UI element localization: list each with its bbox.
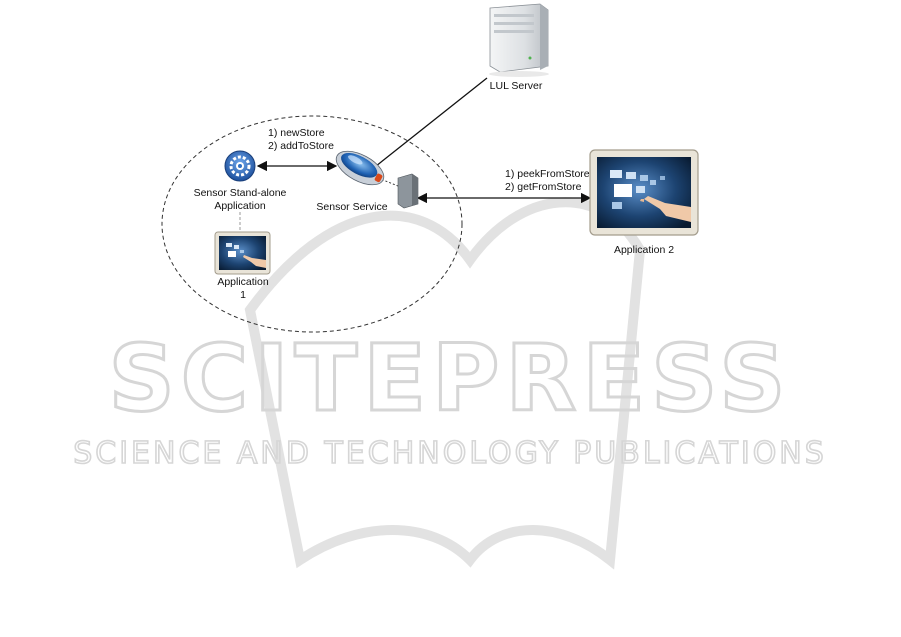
sensor-standalone-label-line1: Sensor Stand-alone: [194, 187, 287, 199]
server-icon: [489, 4, 549, 77]
sensor-device-icon: [331, 144, 389, 191]
touchscreen-icon: [215, 232, 270, 274]
sensor-service-label: Sensor Service: [316, 201, 387, 213]
lul-server-node: LUL Server: [489, 4, 549, 92]
application-2-label: Application 2: [614, 244, 674, 256]
watermark-title: SCITEPRESS: [108, 325, 791, 432]
edge-label-peekfromstore: 1) peekFromStore: [505, 168, 590, 180]
edge-label-store-ops: 1) newStore 2) addToStore: [268, 127, 334, 152]
service-box-icon: [398, 174, 418, 208]
application-1-label-line1: Application: [217, 276, 269, 288]
edge-label-newstore: 1) newStore: [268, 127, 325, 139]
edge-label-addtostore: 2) addToStore: [268, 140, 334, 152]
lul-server-label: LUL Server: [490, 80, 543, 92]
edge-label-getfromstore: 2) getFromStore: [505, 181, 582, 193]
sensor-standalone-node: Sensor Stand-alone Application: [194, 151, 287, 212]
watermark: SCITEPRESS SCIENCE AND TECHNOLOGY PUBLIC…: [73, 202, 827, 560]
watermark-subtitle: SCIENCE AND TECHNOLOGY PUBLICATIONS: [73, 436, 827, 471]
sensor-standalone-label-line2: Application: [214, 200, 266, 212]
edge-label-read-ops: 1) peekFromStore 2) getFromStore: [505, 168, 590, 193]
sensor-service-node: Sensor Service: [316, 144, 418, 213]
application-2-node: Application 2: [590, 150, 698, 256]
touchscreen-icon: [590, 150, 698, 235]
application-1-label-line2: 1: [240, 289, 246, 301]
gear-icon: [225, 151, 255, 181]
